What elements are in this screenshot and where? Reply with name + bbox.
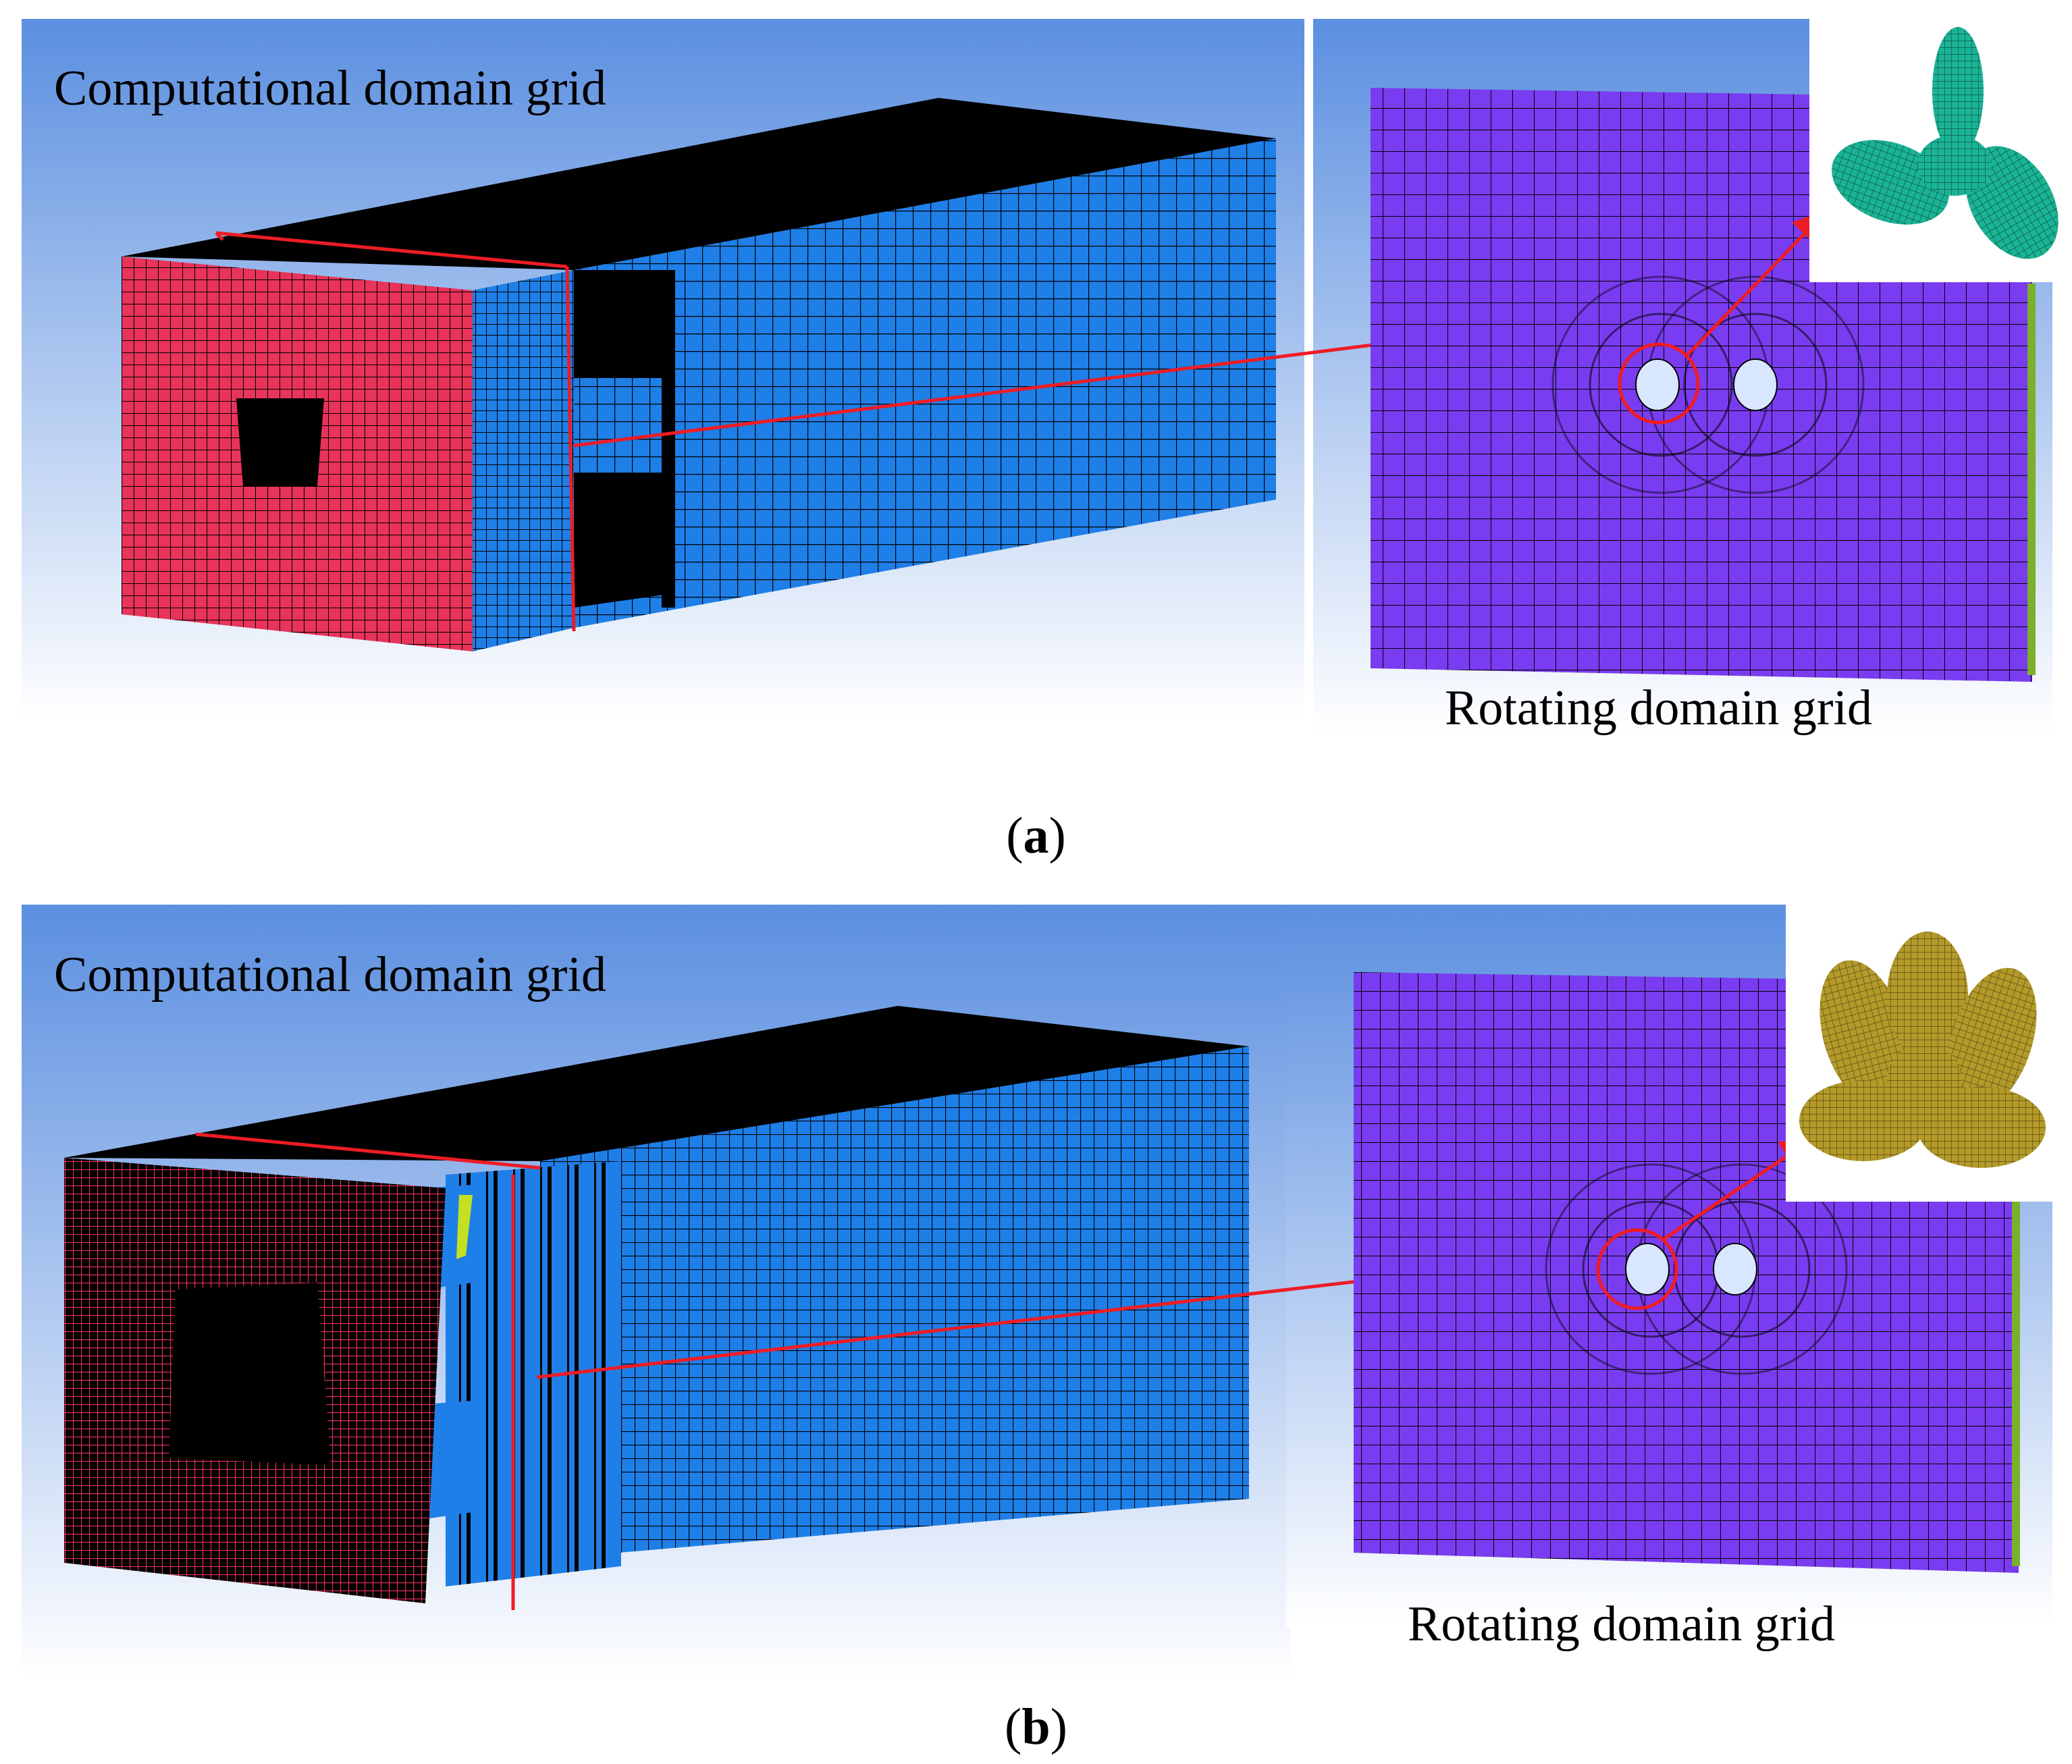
propeller-inset	[1809, 19, 2058, 282]
propeller-inset	[1786, 905, 2052, 1202]
rotating-label: Rotating domain grid	[1445, 680, 1872, 736]
panel-b-caption: (b)	[1005, 1699, 1067, 1755]
computational-domain-mesh	[64, 1006, 1249, 1610]
rotating-label: Rotating domain grid	[1408, 1597, 1835, 1652]
caption-letter-b: b	[1021, 1699, 1051, 1755]
propeller-highlight-circle	[1596, 1228, 1678, 1310]
panel-b: Computational domain grid Rotating domai…	[0, 878, 2072, 1764]
computational-domain-mesh	[122, 98, 1276, 651]
connection-arrow	[536, 1262, 1411, 1379]
computational-label: Computational domain grid	[54, 61, 606, 116]
connection-arrow	[573, 324, 1438, 448]
panel-b-figure: Computational domain grid Rotating domai…	[22, 905, 2052, 1681]
computational-label: Computational domain grid	[54, 947, 606, 1003]
panel-a-figure: Computational domain grid Rotating domai…	[22, 19, 2058, 736]
panel-a-caption: (a)	[1006, 807, 1066, 864]
caption-letter-a: a	[1023, 807, 1049, 864]
panel-a: Computational domain grid Rotating domai…	[0, 0, 2072, 878]
propeller-highlight-circle	[1618, 342, 1700, 425]
